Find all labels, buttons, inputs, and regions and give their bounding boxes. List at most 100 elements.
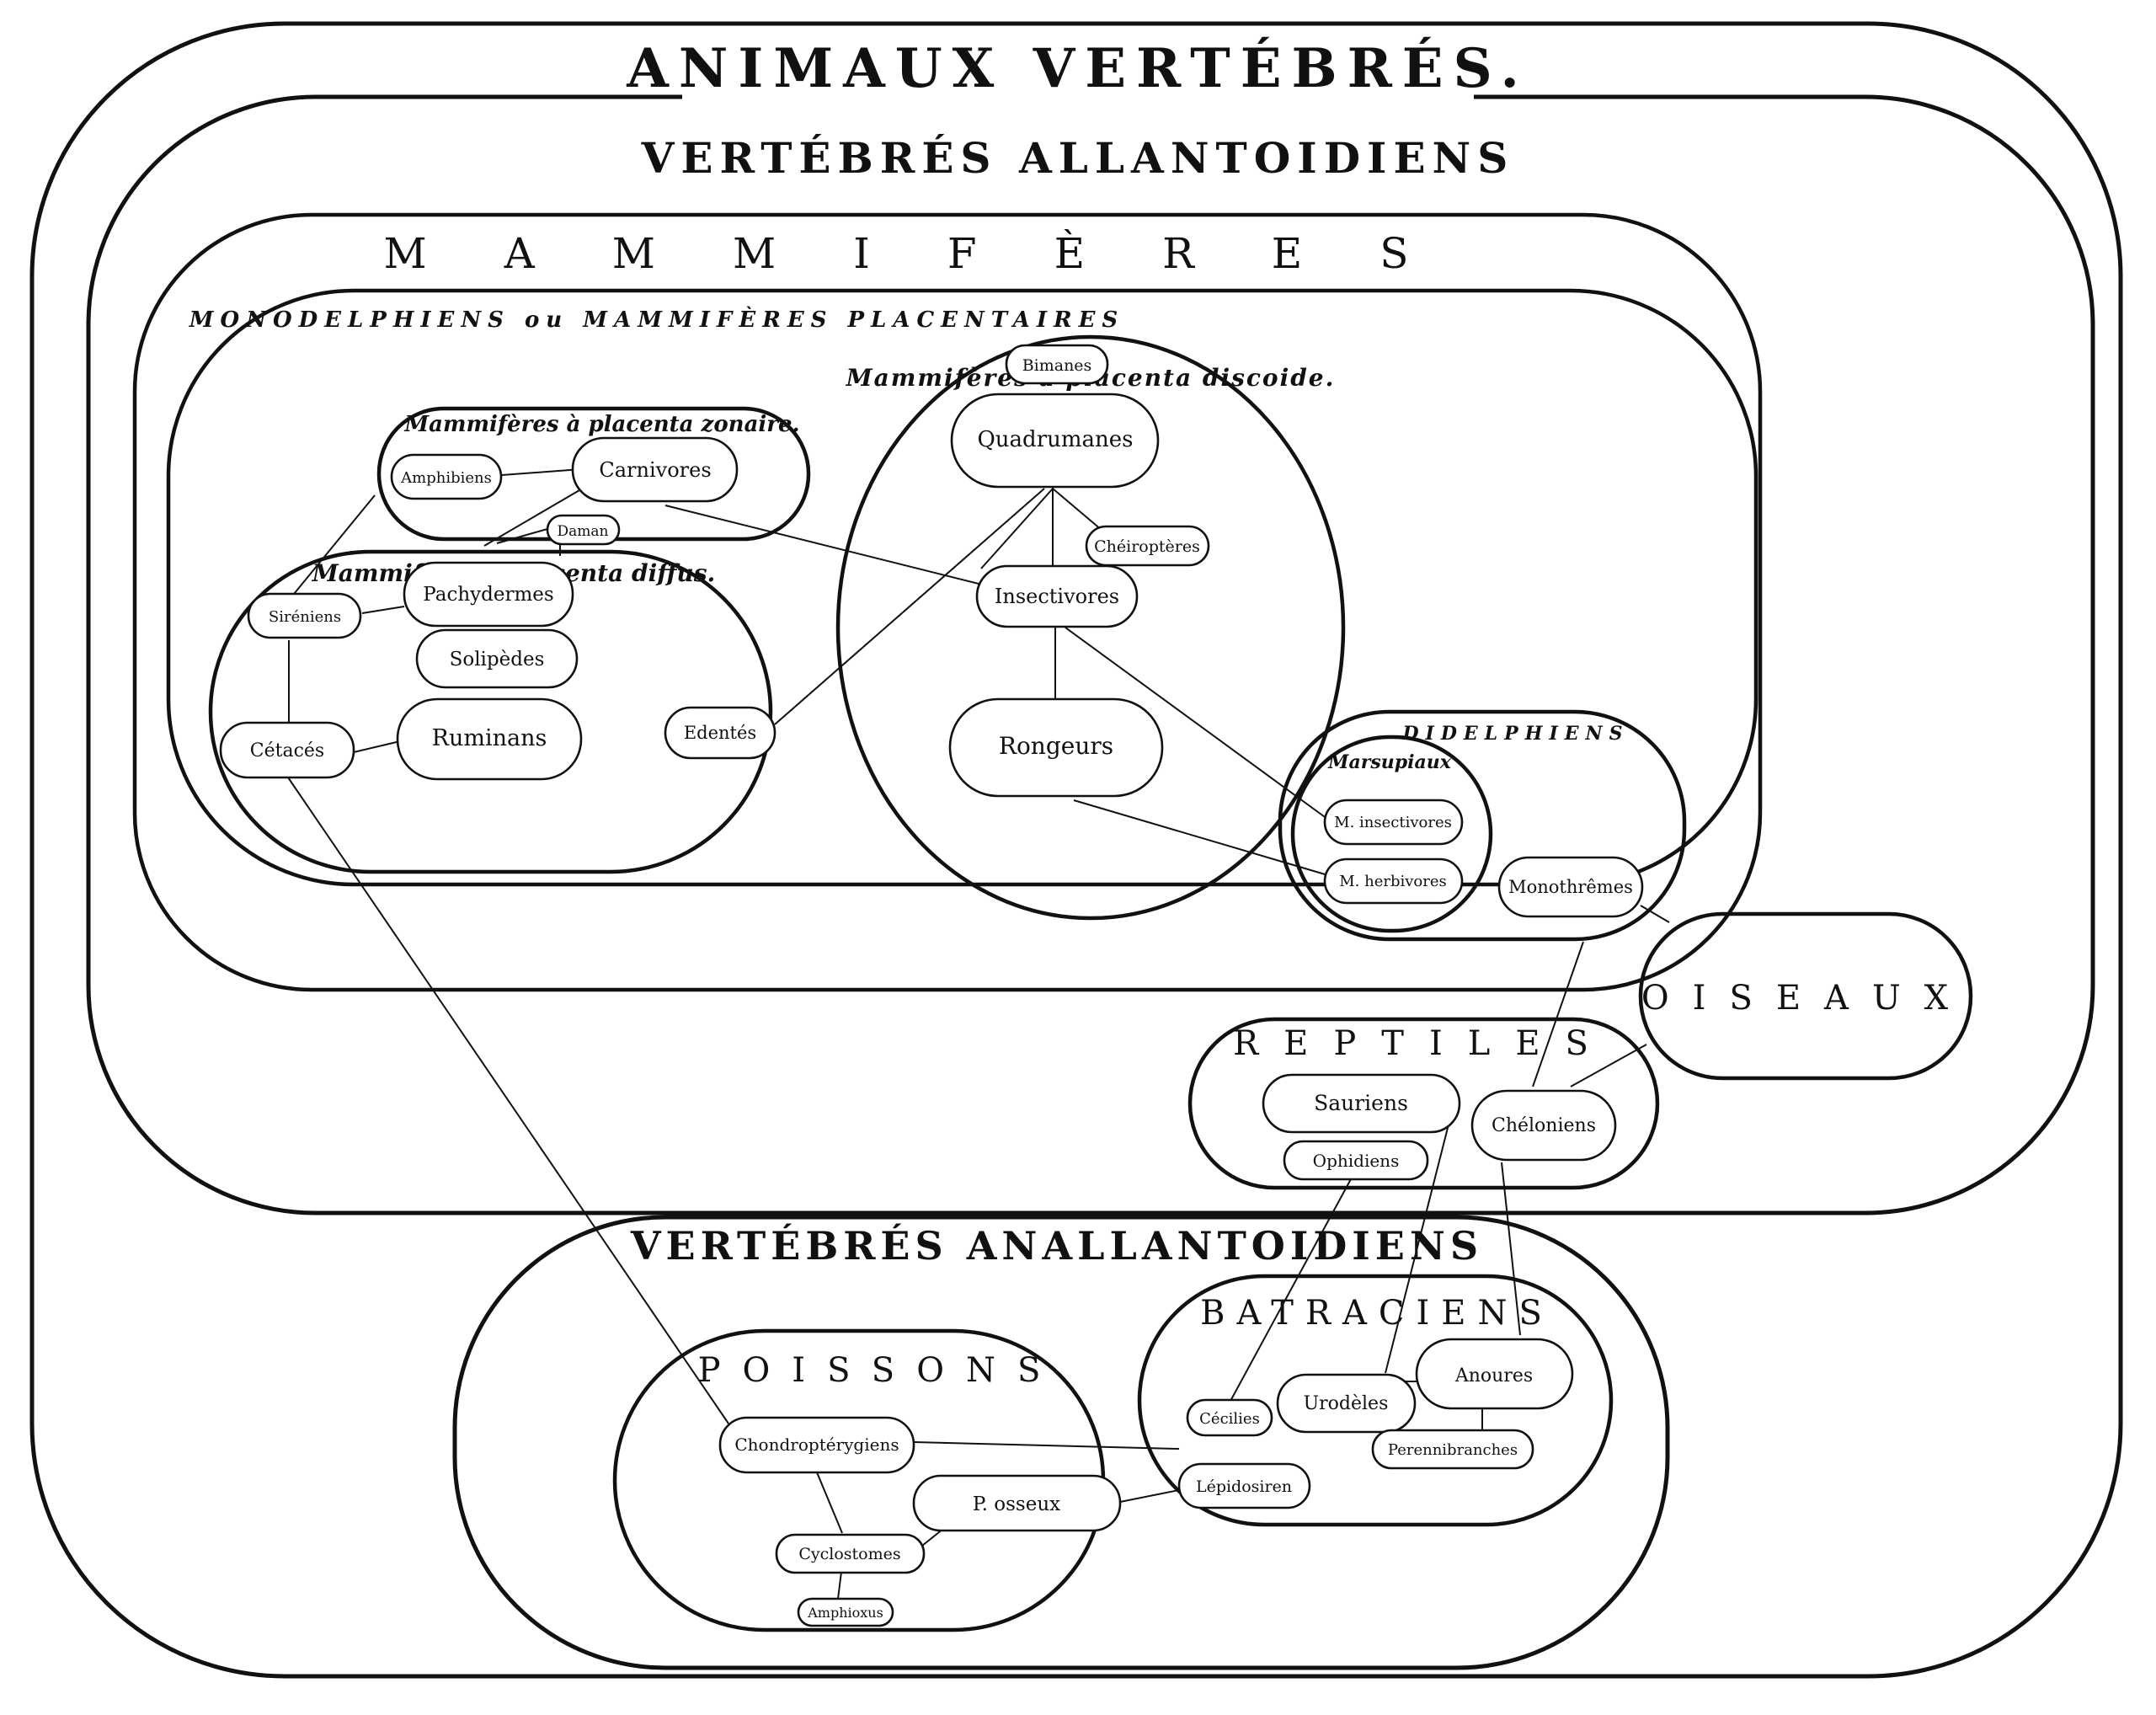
link-daman-pachydermes bbox=[496, 528, 548, 544]
link-cyclostomes-p-osseux bbox=[921, 1528, 944, 1547]
node-bimanes: Bimanes bbox=[1005, 344, 1109, 385]
node-amphibiens: Amphibiens bbox=[390, 453, 503, 500]
svg-text:Solipèdes: Solipèdes bbox=[450, 649, 545, 671]
node-quadrumanes: Quadrumanes bbox=[950, 393, 1160, 489]
allantoidiens-title-background bbox=[674, 126, 1482, 185]
marsupiaux-title: Marsupiaux bbox=[1327, 751, 1452, 773]
link-amphibiens-sireniens bbox=[290, 494, 376, 599]
link-oiseaux-cheloniens bbox=[1570, 1044, 1647, 1087]
svg-text:P. osseux: P. osseux bbox=[973, 1493, 1060, 1515]
svg-text:Perennibranches: Perennibranches bbox=[1388, 1441, 1518, 1459]
group-batraciens bbox=[1137, 1274, 1614, 1527]
link-sauriens-urodeles bbox=[1385, 1124, 1449, 1374]
frame-monodelphiens bbox=[166, 288, 1758, 887]
node-edentes: Edentés bbox=[664, 706, 776, 760]
link-rongeurs-m-herbivores bbox=[1073, 799, 1331, 877]
group-marsupiaux bbox=[1290, 735, 1493, 933]
svg-text:Amphibiens: Amphibiens bbox=[400, 469, 492, 487]
svg-text:Monothrêmes: Monothrêmes bbox=[1508, 877, 1633, 897]
title-background bbox=[682, 34, 1474, 101]
node-cheloniens: Chéloniens bbox=[1470, 1089, 1617, 1162]
svg-text:Chéiroptères: Chéiroptères bbox=[1094, 537, 1200, 556]
svg-text:Rongeurs: Rongeurs bbox=[999, 732, 1113, 760]
node-carnivores: Carnivores bbox=[571, 436, 739, 503]
node-sauriens: Sauriens bbox=[1262, 1073, 1461, 1134]
link-cetaces-chondropterygiens bbox=[286, 774, 729, 1424]
node-cheiropteres: Chéiroptères bbox=[1085, 525, 1210, 567]
node-monotremes: Monothrêmes bbox=[1497, 856, 1644, 918]
svg-text:Ruminans: Ruminans bbox=[432, 725, 547, 751]
link-chondropterygiens-lepidosiren bbox=[913, 1441, 1180, 1450]
svg-text:Cyclostomes: Cyclostomes bbox=[798, 1545, 900, 1563]
node-sireniens: Siréniens bbox=[247, 592, 362, 639]
link-cetaces-ruminans bbox=[353, 740, 401, 753]
link-monotremes-cheloniens bbox=[1532, 941, 1584, 1087]
node-daman: Daman bbox=[546, 514, 621, 546]
svg-text:Lépidosiren: Lépidosiren bbox=[1196, 1477, 1292, 1496]
main-title: ANIMAUX VERTÉBRÉS. bbox=[626, 37, 1529, 100]
link-cheloniens-anoures bbox=[1501, 1162, 1521, 1336]
link-quadrumanes-edentes bbox=[774, 488, 1045, 725]
group-placenta-discoide bbox=[835, 334, 1346, 921]
group-didelphiens bbox=[1278, 709, 1687, 942]
node-ruminans: Ruminans bbox=[396, 697, 583, 781]
monodelphiens-title: MONODELPHIENS ou MAMMIFÈRES PLACENTAIRES bbox=[189, 306, 1124, 333]
node-p-osseux: P. osseux bbox=[912, 1474, 1122, 1532]
node-anoures: Anoures bbox=[1415, 1338, 1574, 1410]
link-ophidiens-cecilies bbox=[1229, 1177, 1353, 1403]
link-quadrumanes-insectivores-b bbox=[980, 488, 1054, 569]
svg-text:Insectivores: Insectivores bbox=[995, 585, 1119, 608]
batraciens-title: BATRACIENS bbox=[1200, 1294, 1554, 1333]
node-ophidiens: Ophidiens bbox=[1283, 1140, 1429, 1181]
node-perennibranches: Perennibranches bbox=[1371, 1429, 1534, 1470]
poissons-title: POISSONS bbox=[698, 1351, 1063, 1390]
svg-text:Edentés: Edentés bbox=[684, 723, 756, 743]
link-p-osseux-lepidosiren bbox=[1119, 1488, 1188, 1503]
link-chondropterygiens-cyclostomes bbox=[816, 1472, 843, 1534]
svg-text:Urodèles: Urodèles bbox=[1304, 1393, 1389, 1414]
svg-text:Ophidiens: Ophidiens bbox=[1313, 1151, 1400, 1171]
svg-text:Cécilies: Cécilies bbox=[1199, 1410, 1260, 1428]
mammiferes-title: MAMMIFÈRES bbox=[383, 228, 1486, 278]
anallantoidiens-title: VERTÉBRÉS ANALLANTOIDIENS bbox=[630, 1222, 1483, 1269]
svg-text:Sauriens: Sauriens bbox=[1314, 1091, 1408, 1115]
group-placenta-diffus bbox=[208, 549, 773, 874]
svg-text:Pachydermes: Pachydermes bbox=[423, 584, 553, 606]
node-pachydermes: Pachydermes bbox=[403, 561, 574, 628]
svg-text:M. insectivores: M. insectivores bbox=[1334, 814, 1452, 831]
node-urodeles: Urodèles bbox=[1276, 1373, 1417, 1434]
svg-text:M. herbivores: M. herbivores bbox=[1339, 873, 1447, 890]
frame-vertebres-anallantoidiens bbox=[452, 1215, 1670, 1670]
frame-mammiferes bbox=[132, 212, 1763, 992]
node-lepidosiren: Lépidosiren bbox=[1177, 1462, 1311, 1509]
svg-text:Quadrumanes: Quadrumanes bbox=[977, 427, 1133, 452]
link-carnivores-pachydermes bbox=[483, 484, 590, 547]
oiseaux-title: OISEAUX bbox=[1641, 979, 1972, 1018]
node-m-insectivores: M. insectivores bbox=[1323, 799, 1464, 846]
node-solipedes: Solipèdes bbox=[415, 628, 579, 689]
anallantoidiens-title-background bbox=[691, 1220, 1432, 1279]
frame-animaux-vertebres bbox=[29, 21, 2123, 1679]
allantoidiens-title: VERTÉBRÉS ALLANTOIDIENS bbox=[641, 133, 1515, 183]
group-oiseaux bbox=[1638, 911, 1973, 1081]
svg-text:Bimanes: Bimanes bbox=[1022, 356, 1092, 375]
svg-text:Chéloniens: Chéloniens bbox=[1492, 1115, 1596, 1136]
svg-text:Daman: Daman bbox=[558, 523, 609, 540]
node-insectivores: Insectivores bbox=[975, 564, 1139, 628]
node-cetaces: Cétacés bbox=[219, 721, 355, 779]
svg-text:Anoures: Anoures bbox=[1454, 1365, 1533, 1386]
link-carnivores-insectivores bbox=[664, 505, 986, 586]
link-monotremes-oiseaux bbox=[1640, 905, 1670, 923]
link-insectivores-m-insectivores bbox=[1065, 627, 1331, 822]
group-reptiles bbox=[1187, 1017, 1660, 1190]
reptiles-title: REPTILES bbox=[1233, 1024, 1614, 1063]
link-sireniens-pachydermes bbox=[361, 606, 405, 614]
node-cecilies: Cécilies bbox=[1186, 1398, 1273, 1437]
connections bbox=[286, 468, 1670, 1600]
node-cyclostomes: Cyclostomes bbox=[775, 1533, 926, 1574]
svg-text:Carnivores: Carnivores bbox=[599, 458, 711, 482]
svg-text:Chondroptérygiens: Chondroptérygiens bbox=[734, 1435, 899, 1455]
svg-text:Amphioxus: Amphioxus bbox=[807, 1605, 883, 1621]
